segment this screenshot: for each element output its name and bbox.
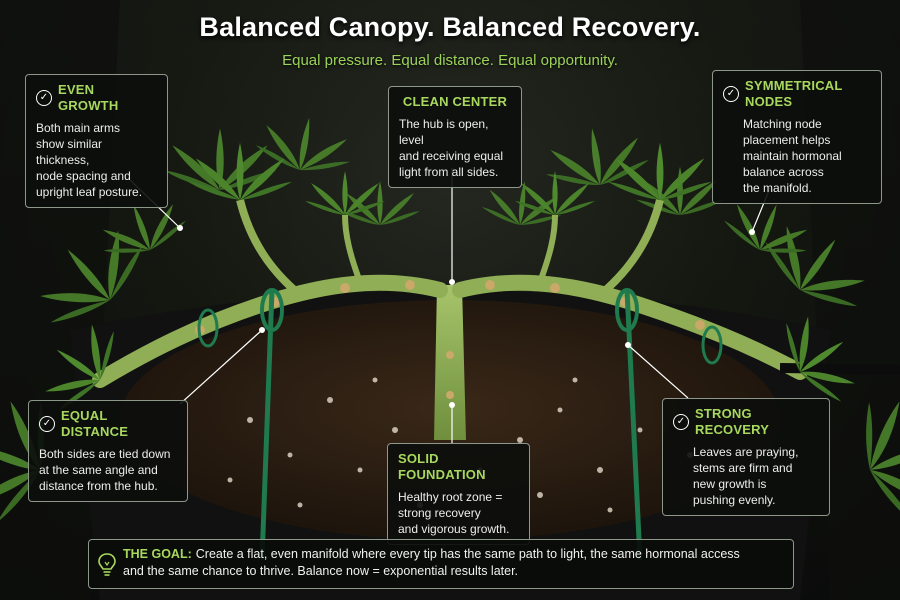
callout-line: and vigorous growth.	[398, 522, 510, 536]
goal-text-1: Create a flat, even manifold where every…	[195, 547, 740, 561]
callout-line: Leaves are praying,	[693, 445, 799, 459]
callout-line: Both sides are tied down	[39, 447, 171, 461]
callout-line: The hub is open, level	[399, 117, 489, 147]
callout-line: placement helps	[743, 133, 831, 147]
callout-line: stems are firm and	[693, 461, 793, 475]
check-circle-icon: ✓	[36, 90, 52, 106]
callout-line: show similar thickness,	[36, 137, 103, 167]
callout-heading: SYMMETRICAL NODES	[745, 78, 843, 109]
callout-line: balance across	[743, 165, 824, 179]
callout-line: at the same angle and	[39, 463, 158, 477]
page-title: Balanced Canopy. Balanced Recovery.	[199, 12, 701, 42]
goal-line-1: THE GOAL:Create a flat, even manifold wh…	[123, 546, 781, 563]
callout-line: pushing evenly.	[693, 493, 776, 507]
callout-heading: CLEAN CENTER	[402, 94, 508, 109]
callout-heading: EQUAL DISTANCE	[61, 408, 129, 439]
callout-line: distance from the hub.	[39, 479, 158, 493]
check-circle-icon: ✓	[39, 416, 55, 432]
callout-heading: EVEN GROWTH	[58, 82, 119, 113]
callout-line: strong recovery	[398, 506, 481, 520]
callout-strong-recovery: ✓ STRONG RECOVERY Leaves are praying, st…	[662, 398, 830, 516]
callout-symmetrical-nodes: ✓ SYMMETRICAL NODES Matching node placem…	[712, 70, 882, 204]
callout-line: Healthy root zone =	[398, 490, 503, 504]
callout-line: maintain hormonal	[743, 149, 842, 163]
lightbulb-icon	[98, 553, 116, 576]
check-circle-icon: ✓	[673, 414, 689, 430]
callout-line: light from all sides.	[399, 165, 499, 179]
callout-heading: STRONG RECOVERY	[695, 406, 770, 437]
goal-line-2: and the same chance to thrive. Balance n…	[123, 564, 519, 578]
callout-heading: SOLID FOUNDATION	[398, 451, 486, 482]
callout-line: upright leaf posture.	[36, 185, 143, 199]
callout-line: Both main arms	[36, 121, 121, 135]
goal-label: THE GOAL:	[123, 547, 192, 561]
callout-equal-distance: ✓ EQUAL DISTANCE Both sides are tied dow…	[28, 400, 188, 502]
callout-line: the manifold.	[743, 181, 812, 195]
page-subtitle: Equal pressure. Equal distance. Equal op…	[282, 52, 618, 69]
callout-solid-foundation: SOLID FOUNDATION Healthy root zone = str…	[387, 443, 530, 545]
callout-line: and receiving equal	[399, 149, 504, 163]
check-circle-icon: ✓	[723, 86, 739, 102]
callout-line: node spacing and	[36, 169, 131, 183]
callout-line: Matching node	[743, 117, 822, 131]
goal-banner: THE GOAL:Create a flat, even manifold wh…	[88, 539, 794, 589]
callout-line: new growth is	[693, 477, 767, 491]
callout-even-growth: ✓ EVEN GROWTH Both main arms show simila…	[25, 74, 168, 208]
callout-clean-center: CLEAN CENTER The hub is open, level and …	[388, 86, 522, 188]
